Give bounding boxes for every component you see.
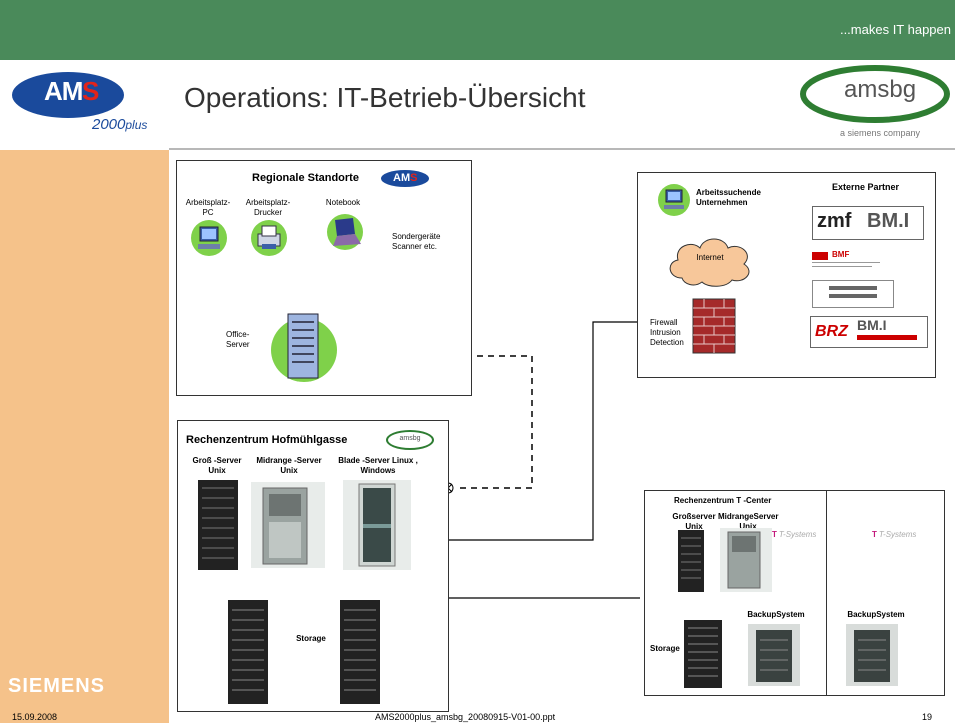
siemens-logo: SIEMENS [8,675,106,697]
pc-icon [189,218,229,258]
firewall-icon [692,298,736,354]
printer-icon [249,218,289,258]
tcenter-storage-icon [684,620,722,688]
amsbg-small-logo: amsbg [386,430,434,450]
storage-label: Storage [296,634,326,643]
ams-logo: AM S 2000plus [8,60,168,148]
ams-small-logo: AMS [381,170,429,187]
midrange-server-label: Midrange -Server Unix [256,456,322,475]
backup-system-1-label: BackupSystem [747,610,805,619]
zmf-bmi-logo: zmf BM.I [812,206,924,240]
special-devices-label: Sondergeräte Scanner etc. [392,232,441,251]
brz-logo: BRZ BM.I [810,316,928,348]
amsbg-logo-sub: a siemens company [840,128,921,138]
regional-sites-title: Regionale Standorte [252,172,359,184]
internet-label: Internet [696,253,724,262]
internet-cloud [664,232,756,288]
external-partners-title: Externe Partner [832,182,900,192]
left-band [0,150,169,723]
tsystems-label-1: T-Systems [778,530,817,539]
ministry-logo [812,280,894,308]
workstation-pc-label: Arbeitsplatz-PC [185,198,231,217]
tsystems-label-2: T-Systems [878,530,917,539]
amsbg-logo-text: amsbg [844,76,917,103]
amsbg-logo: amsbg a siemens company [800,64,950,148]
backup-system-2-label: BackupSystem [847,610,905,619]
tcenter-big-server-icon [678,530,704,592]
seekers-pc-icon [656,182,692,218]
firewall-label: Firewall Intrusion Detection [650,318,684,347]
footer-filename: AMS2000plus_amsbg_20080915-V01-00.ppt [375,712,556,722]
storage-rack-1-icon [228,600,268,704]
tcenter-big-server-label: Großserver Unix [672,512,716,531]
backup-system-1-icon [748,624,800,686]
bmf-logo: BMF [812,250,882,274]
notebook-label: Notebook [325,198,361,207]
tcenter-divider [826,490,827,696]
footer-date: 15.09.2008 [12,712,58,722]
top-banner [0,0,955,60]
blade-server-label: Blade -Server Linux , Windows [338,456,418,475]
tcenter-midrange-server-label: MidrangeServer Unix [718,512,779,531]
midrange-server-icon [251,482,325,568]
workstation-printer-label: Arbeitsplatz-Drucker [245,198,291,217]
tcenter-midrange-server-icon [720,528,772,592]
big-server-label: Groß -Server Unix [192,456,242,475]
footer-page: 19 [922,712,933,722]
hofmuehlgasse-title: Rechenzentrum Hofmühlgasse [186,434,348,446]
storage-rack-2-icon [340,600,380,704]
notebook-icon [325,212,365,252]
blade-server-icon [343,480,411,570]
page-title: Operations: IT-Betrieb-Übersicht [184,82,586,113]
title-divider [169,148,955,150]
office-server-label: Office-Server [226,330,250,349]
seekers-label: Arbeitssuchende Unternehmen [696,188,761,207]
tcenter-storage-label: Storage [650,644,680,653]
tcenter-title: Rechenzentrum T -Center [674,496,772,505]
tagline: ...makes IT happen [839,22,951,37]
backup-system-2-icon [846,624,898,686]
office-server-icon [270,306,338,384]
big-server-icon [198,480,238,570]
